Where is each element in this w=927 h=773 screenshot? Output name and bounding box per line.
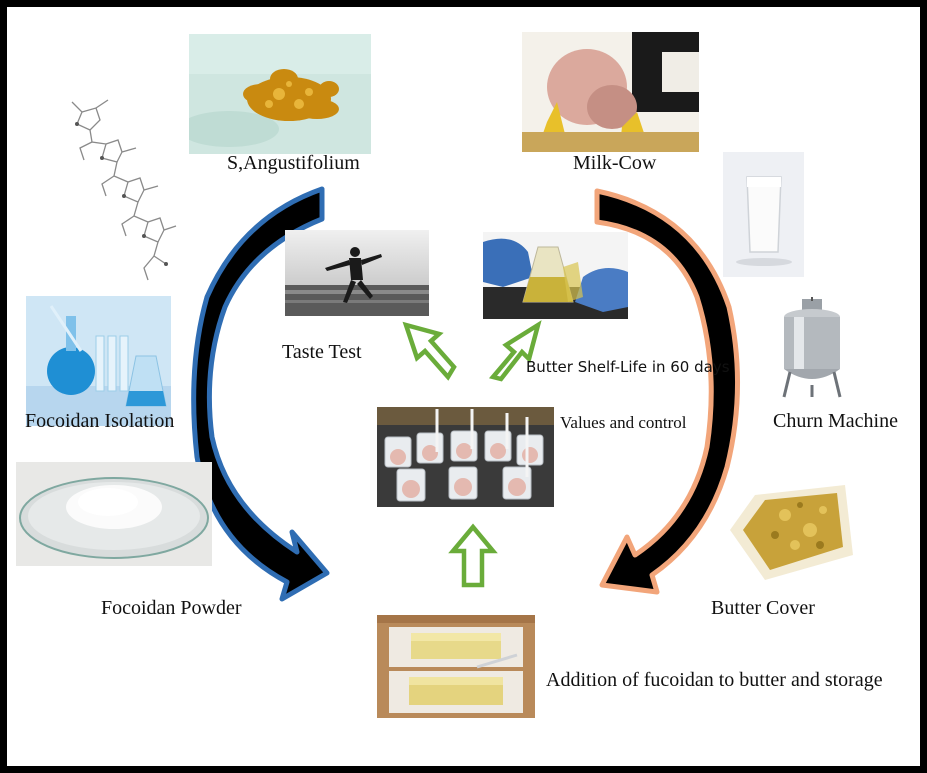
diag-arrow-right: [488, 320, 542, 382]
right-curved-arrow: [594, 188, 741, 595]
label-butter-cover: Butter Cover: [711, 597, 815, 619]
label-taste-test: Taste Test: [282, 341, 362, 363]
fucoidan-powder-photo: [16, 462, 212, 566]
diag-arrow-left: [402, 321, 457, 381]
label-shelf-life: Butter Shelf-Life in 60 days: [526, 358, 730, 376]
label-churn-machine: Churn Machine: [773, 410, 898, 432]
milk-glass-photo: [723, 152, 804, 277]
taste-test-photo: [285, 230, 429, 316]
values-control-photo: [377, 407, 554, 507]
churn-machine-photo: [772, 297, 852, 399]
left-curved-arrow: [191, 186, 330, 602]
milk-cow-photo: [522, 32, 699, 152]
seaweed-photo: [189, 34, 371, 154]
shelf-life-lab-photo: [483, 232, 628, 319]
flow-arrows: [191, 186, 741, 602]
molecule-structure-image: [62, 92, 182, 287]
butter-blocks-photo: [377, 615, 535, 718]
label-values-control: Values and control: [560, 413, 687, 432]
label-milk-cow: Milk-Cow: [573, 152, 657, 174]
label-focoidan-isolation: Focoidan Isolation: [25, 410, 175, 432]
label-seaweed: S,Angustifolium: [227, 152, 360, 174]
label-focoidan-powder: Focoidan Powder: [101, 597, 242, 619]
label-addition: Addition of fucoidan to butter and stora…: [546, 669, 883, 691]
up-arrow-bottom: [448, 523, 498, 588]
lab-glassware-photo: [26, 296, 171, 426]
diagram-canvas: S,Angustifolium Milk-Cow: [7, 7, 920, 766]
butter-cover-photo: [725, 485, 858, 588]
